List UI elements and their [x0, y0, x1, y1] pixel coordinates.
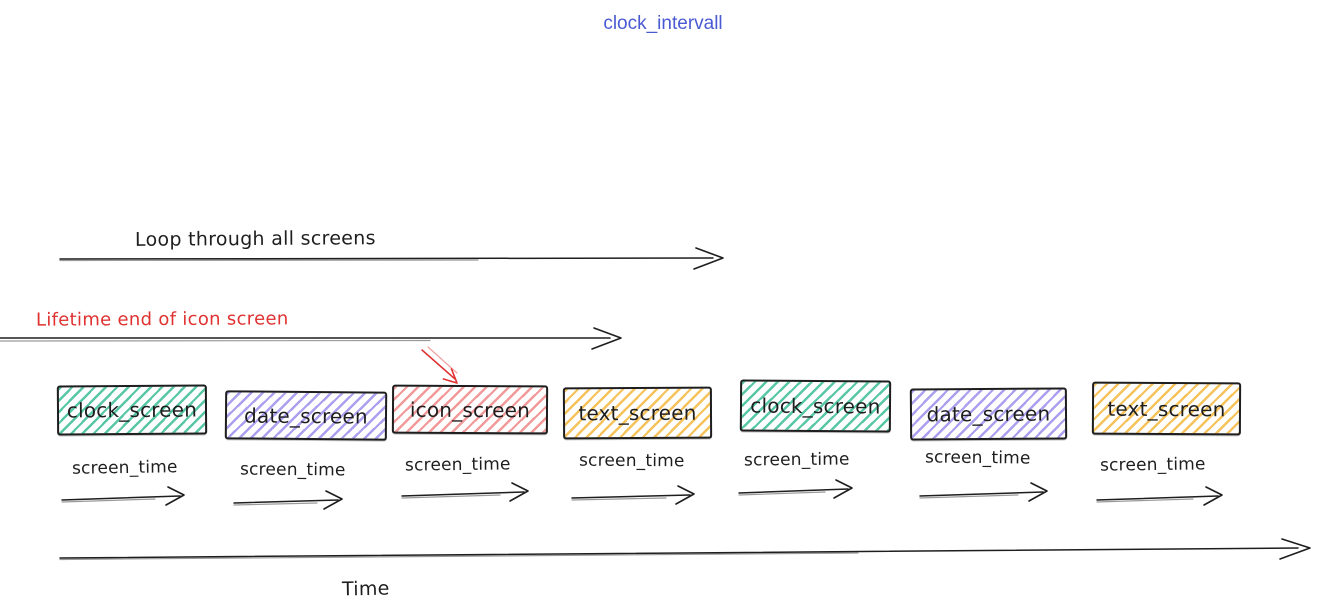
screen-time-label-6: screen_time	[924, 447, 1031, 469]
screen-box-label: text_screen	[578, 400, 697, 426]
screen-box-label: icon_screen	[409, 397, 531, 422]
screen-time-arrow-2	[233, 490, 343, 510]
screen-box-label: date_screen	[243, 402, 368, 429]
screen-time-label-3: screen_time	[404, 454, 511, 476]
screen-box-text-screen-2: text_screen	[1091, 381, 1242, 436]
screen-box-date-screen-2: date_screen	[909, 387, 1068, 441]
screen-box-text-screen-1: text_screen	[562, 386, 713, 440]
screen-time-label-4: screen_time	[578, 450, 685, 472]
screen-time-arrow-4	[571, 485, 695, 505]
screen-box-clock-screen-1: clock_screen	[56, 384, 208, 436]
screen-box-icon-screen: icon_screen	[391, 384, 549, 435]
screen-box-label: clock_screen	[66, 397, 198, 423]
screen-box-clock-screen-2: clock_screen	[739, 379, 892, 433]
screen-time-arrow-5	[738, 479, 853, 499]
lifetime-arrow	[0, 327, 622, 350]
time-axis-arrow	[59, 538, 1311, 561]
screen-time-arrow-3	[401, 482, 529, 502]
loop-arrow	[59, 247, 724, 270]
screen-time-label-1: screen_time	[71, 457, 178, 479]
screen-box-label: clock_screen	[750, 393, 881, 419]
screen-time-arrow-7	[1096, 486, 1223, 506]
screen-time-label-5: screen_time	[743, 449, 850, 471]
screen-box-label: text_screen	[1107, 396, 1226, 421]
screen-time-label-2: screen_time	[239, 459, 346, 481]
screen-time-arrow-6	[919, 482, 1048, 502]
screen-time-arrow-1	[61, 486, 185, 506]
screen-box-label: date_screen	[926, 401, 1051, 427]
diagram-title: clock_intervall	[603, 13, 723, 34]
screen-time-label-7: screen_time	[1099, 454, 1206, 476]
time-axis-label: Time	[341, 577, 390, 601]
screen-box-date-screen-1: date_screen	[224, 390, 388, 441]
icon-screen-pointer-arrow	[421, 346, 458, 384]
